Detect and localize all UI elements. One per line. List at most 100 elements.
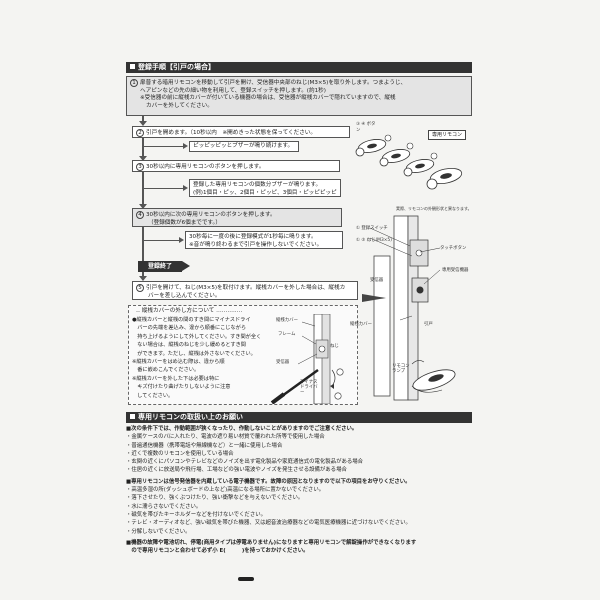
usage-item: ・磁気を帯びたキーホルダーなどを付けないでください。 [126, 511, 266, 518]
label-frame: フレーム [278, 332, 296, 337]
note-line: ができます。ただし、縦桟は外さないでください。 [132, 350, 256, 357]
usage-item: ・高温多湿の所(ダッシュボードの上など)高温になる場所に置かないでください。 [126, 487, 325, 494]
note-line: 番に嵌めこんでください。 [132, 367, 200, 374]
usage-item: ・水に濡らさないでください。 [126, 503, 202, 510]
usage-head-3: ■機器の故障や電池切れ、停電(商用タイプは停電ありません)になりますと専用リモコ… [126, 539, 417, 546]
usage-item: ・玄関の近くにパソコンやテレビなどのノイズを出す電化製品や家庭通信式の電化製品が… [126, 459, 364, 466]
beep-count-box: 登録した専用リモコンの個数分ブザーが鳴ります。 (例)1個目・ピッ、2個目・ピッ… [189, 179, 341, 197]
note-line: してください。 [132, 392, 174, 399]
usage-head-1: ■次の条件下では、作動範囲が狭くなったり、作動しないことがありますのでご注意くだ… [126, 426, 358, 432]
flow-line [143, 188, 183, 189]
label-door: 引戸 [424, 322, 433, 327]
flow-arrow-icon [179, 237, 184, 243]
flow-arrow-icon [183, 143, 188, 149]
step-number: 3 [136, 163, 144, 171]
section-2-title: 専用リモコンの取扱い上のお願い [138, 413, 243, 421]
usage-item: ・普遍通信機器（携帯電話や無線機など）と一緒に使用した場合 [126, 442, 283, 449]
flow-line [142, 272, 144, 277]
step-1-line-3: ※受信器の前に縦桟カバーが付いている機器の場合は、受信器が縦桟カバーで隠れていま… [140, 95, 396, 102]
beep-count-line-1: 登録した専用リモコンの個数分ブザーが鳴ります。 [193, 182, 322, 188]
note-line: ※縦桟カバーをはめ込む際は、違から順 [132, 359, 225, 366]
step-number: 4 [136, 211, 144, 219]
note-title: ‥ 縦桟カバーの外し方について ‥‥‥‥‥‥‥ [136, 307, 243, 316]
step-1-line-1: 扉普する暗用リモコンを移動して引戸を開け、受信器中央部のねじ(M3×5)を取り外… [140, 80, 407, 86]
note-line: キズ付けたり曲げたりしないように注意 [132, 384, 231, 391]
beep-box: ピッピッピッとブザーが鳴り続けます。 [189, 141, 299, 152]
step-number: 2 [136, 129, 144, 137]
key-icon [238, 577, 254, 581]
step-number: 5 [136, 284, 144, 292]
label-receiver: 受信器 [276, 360, 290, 365]
section-square-icon [130, 64, 135, 69]
beep-text: ピッピッピッとブザーが鳴り続けます。 [193, 143, 294, 149]
step-number: 1 [130, 79, 138, 87]
label-screw: ねじ [330, 344, 339, 349]
label-cover-fig: 縦桟カバー [350, 322, 372, 327]
wait-line-2: ※音が鳴り終わるまで引戸を操作しないでください。 [189, 241, 323, 248]
usage-item: ・テレビ・オーディオなど、強い磁気を帯びた機器、又は超音波治療器などの電気医療機… [126, 520, 411, 527]
usage-item: ・分解しないでください。 [126, 528, 191, 535]
note-line: バーの先端を差込み、違から順番にこじながら [132, 325, 247, 332]
wait-line-1: 30秒毎に一度の後に登録模式が1秒毎に鳴ります。 [189, 234, 317, 240]
step-5-line-2: バーを差し込んでください。 [148, 292, 221, 299]
label-screw-m3: ① ⑤ ねじ(M3×5) [356, 238, 392, 243]
section-square-icon [130, 414, 135, 419]
registration-complete-badge: 登録終了 [138, 261, 190, 272]
step-4-line-2: （登録個数が6個までです。） [148, 219, 221, 226]
flow-line [142, 116, 144, 122]
note-text: ●縦桟カバーと縦桟の間のすき間にマイナスドライ バーの先端を差込み、違から順番に… [132, 316, 262, 400]
door-receiver-illustration [362, 215, 456, 401]
usage-notes: ■次の条件下では、作動範囲が狭くなったり、作動しないことがありますのでご注意くだ… [126, 425, 472, 555]
note-line: 持ち上げるようにして外してください。すき間が全く [132, 333, 262, 340]
flow-arrow-icon [139, 276, 147, 281]
step-4-line-1: 30秒以内に次の専用リモコンのボタンを押します。 [146, 212, 276, 218]
usage-item: ・落下させたり、強くぶつけたり、強い衝撃などを与えないでください。 [126, 495, 304, 502]
done-label: 登録終了 [147, 263, 172, 270]
flow-line [142, 227, 144, 261]
flow-line [143, 146, 183, 147]
flow-line [143, 240, 179, 241]
label-cover: 縦桟カバー [276, 318, 298, 323]
button-label: ③ ④ ボタン [356, 122, 376, 133]
usage-item: ・金属ケースのバに入れたり、電波の遮り易い材質で覆われた所等で使用した場合 [126, 434, 325, 441]
note-line: ない場合は、縦桟のねじを少し緩めるとすき間 [132, 342, 246, 349]
flow-line [142, 138, 144, 158]
step-5-line-1: 引戸を開けて、ねじ(M3×5)を取付けます。縦桟カバーを外した場合は、縦桟カ [146, 285, 346, 291]
usage-item: ・近くで複数のリモコンを使用している場合 [126, 450, 234, 457]
flow-arrow-icon [139, 204, 147, 209]
flow-arrow-icon [139, 121, 147, 126]
usage-item: ・住居の近くに放送局や飛行場、工場などの強い電波やノイズを発生させる設備がある場… [126, 467, 347, 474]
section-title: 登録手順【引戸の場合】 [138, 63, 215, 71]
note-line: ※縦桟カバーを外した下は必要は特に [132, 375, 220, 382]
remote-keys-illustration [355, 134, 463, 190]
flow-arrow-icon [183, 185, 188, 191]
label-remote-receiver: 専用受信機器 [442, 268, 469, 273]
label-tag: タッチボタン [440, 246, 467, 251]
section-header-registration: 登録手順【引戸の場合】 [126, 62, 472, 73]
label-driver: マイナス ドライバー [300, 380, 318, 395]
step-3-text: 30秒以内に専用リモコンのボタンを押します。 [146, 164, 265, 170]
remote-label-box: 専用リモコン [428, 130, 467, 140]
flow-arrow-icon [139, 156, 147, 161]
label-lamp: リモコン ランプ [392, 364, 410, 374]
figure-caption: 実際、リモコンの外観形状と異なります。 [396, 206, 472, 211]
flow-line [142, 172, 144, 206]
step-2-text: 引戸を開めます。（10秒以内 ※開めきった状態を保ってください。 [146, 130, 316, 136]
step-1-line-4: カバーを外してください。 [146, 102, 213, 109]
wait-box: 30秒毎に一度の後に登録模式が1秒毎に鳴ります。 ※音が鳴り終わるまで引戸を操作… [185, 231, 343, 249]
beep-count-line-2: (例)1個目・ピッ、2個目・ピッピ、3個目・ピッピピッピ [193, 189, 337, 196]
note-title-text: 縦桟カバーの外し方について [141, 308, 215, 314]
section-header-remote-care: 専用リモコンの取扱い上のお願い [126, 412, 472, 423]
usage-head-2: ■専用リモコンは信号発信器を内蔵している電子機器です。故障の原因となりますので以… [126, 478, 411, 485]
label-switch: ① 登録スイッチ [356, 226, 388, 231]
step-1-line-2: ヘアピンなどの先の細い物を利用して、登録スイッチを押します。(約1秒) [140, 87, 326, 94]
usage-head-3b: ので専用リモコンと合わせて必ず小 E( )を持っておかけください。 [126, 548, 309, 555]
cover-removal-illustration [270, 314, 344, 404]
label-receiver-fig: 受信器 [370, 278, 384, 283]
